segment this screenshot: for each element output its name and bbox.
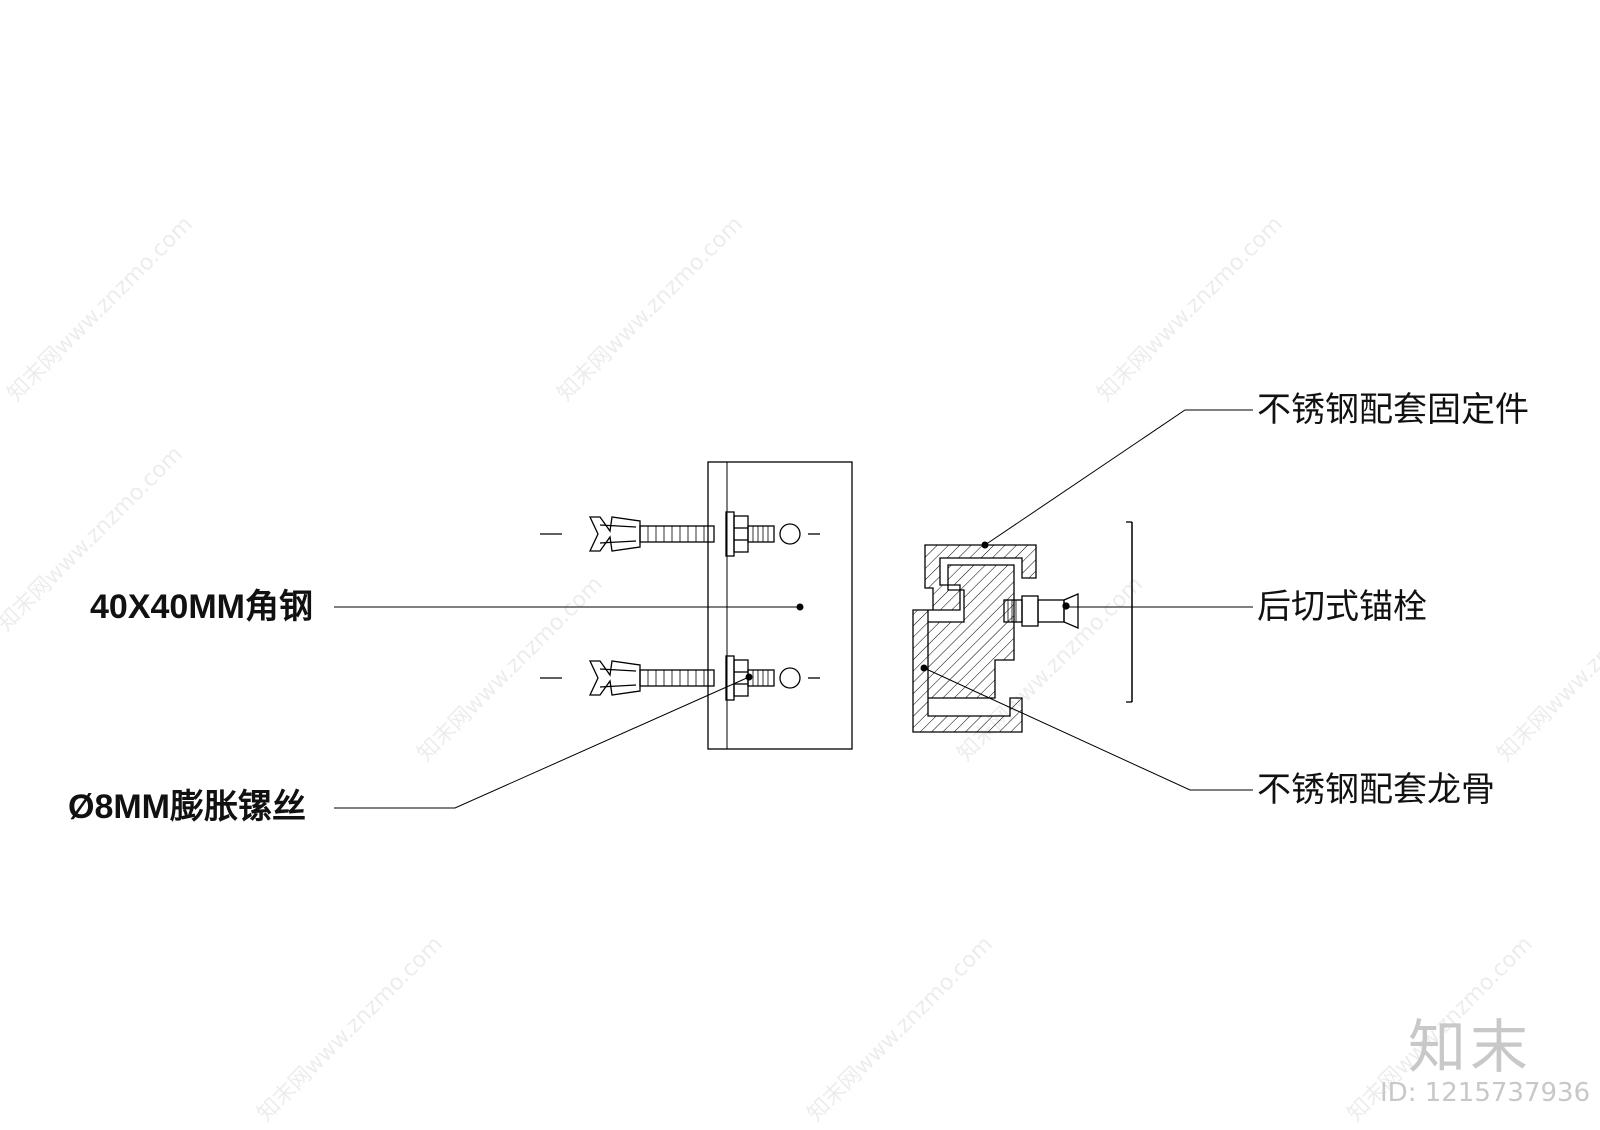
watermark-id: ID: 1215737936 <box>1380 1078 1591 1108</box>
mounting-plate <box>707 461 853 750</box>
back-cut-anchor <box>1003 593 1079 629</box>
leader-stainless-fixing <box>984 409 1253 546</box>
watermark-logo: 知末 <box>1408 1013 1533 1081</box>
keel-profile-assembly <box>912 521 1133 733</box>
label-stainless-fixing: 不锈钢配套固定件 <box>1257 390 1529 430</box>
expansion-bolt-bottom <box>540 655 820 701</box>
leader-expansion-bolt <box>334 676 750 809</box>
label-stainless-keel: 不锈钢配套龙骨 <box>1257 770 1495 810</box>
leader-lines <box>334 409 1253 809</box>
expansion-bolt-top <box>540 511 820 557</box>
leader-stainless-keel <box>923 667 1253 791</box>
mounting-plate-assembly <box>540 461 853 750</box>
label-expansion-bolt: Ø8MM膨胀镙丝 <box>68 788 306 826</box>
label-angle-steel: 40X40MM角钢 <box>90 588 313 626</box>
label-back-cut-anchor: 后切式锚栓 <box>1257 587 1427 627</box>
stainless-keel-profile <box>912 544 1037 733</box>
